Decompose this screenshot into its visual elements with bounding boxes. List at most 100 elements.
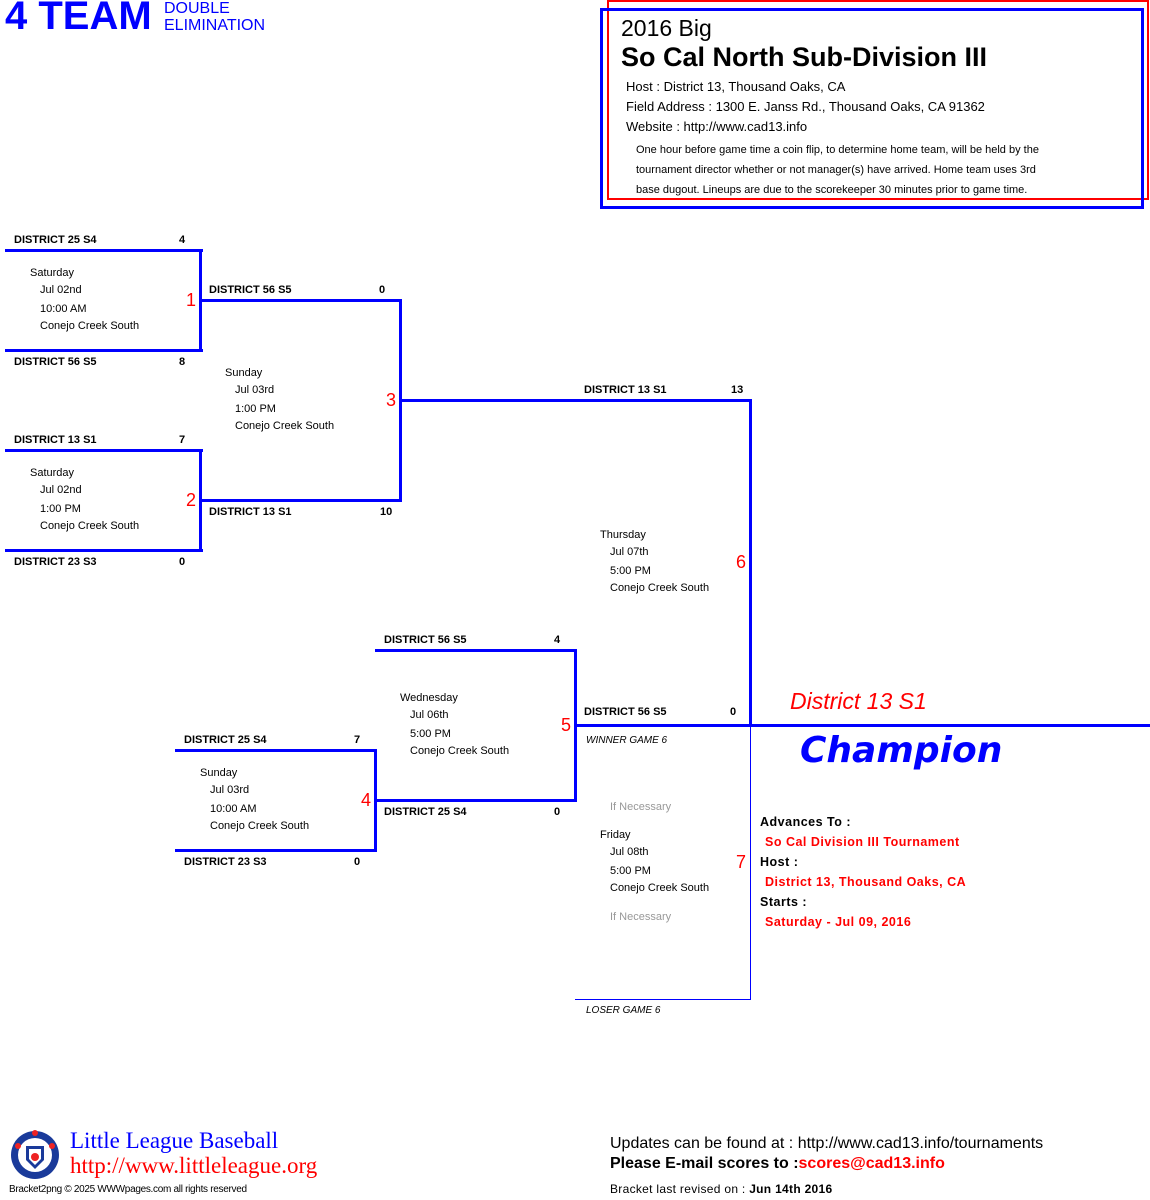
if-necessary-label: If Necessary bbox=[610, 911, 672, 923]
team-score: 0 bbox=[354, 856, 361, 868]
game-number: 2 bbox=[186, 490, 197, 510]
type-line-1: DOUBLE bbox=[164, 0, 230, 17]
game-field: Conejo Creek South bbox=[610, 582, 710, 594]
info-note: One hour before game time a coin flip, t… bbox=[636, 140, 1039, 200]
team-name: DISTRICT 56 S5 bbox=[14, 356, 97, 368]
game-date: Jul 03rd bbox=[235, 384, 275, 396]
team-name: DISTRICT 56 S5 bbox=[209, 284, 292, 296]
team-score: 0 bbox=[179, 556, 186, 568]
bracket-line bbox=[175, 849, 377, 852]
bracket-line bbox=[5, 549, 203, 552]
game-number: 7 bbox=[736, 852, 747, 872]
team-score: 7 bbox=[179, 434, 186, 446]
team-name: DISTRICT 56 S5 bbox=[584, 706, 667, 718]
bracket-line bbox=[400, 399, 752, 402]
note-line: tournament director whether or not manag… bbox=[636, 164, 1036, 176]
if-necessary-label: If Necessary bbox=[610, 801, 672, 813]
team-score: 13 bbox=[731, 384, 744, 396]
info-box: 2016 Big So Cal North Sub-Division III H… bbox=[600, 8, 1144, 209]
updates-text: Updates can be found at : http://www.cad… bbox=[610, 1135, 1044, 1152]
game-number: 4 bbox=[361, 790, 372, 810]
team-name: DISTRICT 13 S1 bbox=[14, 434, 97, 446]
game-number: 6 bbox=[736, 552, 747, 572]
note-line: One hour before game time a coin flip, t… bbox=[636, 144, 1039, 156]
bracket-line bbox=[5, 249, 203, 252]
champion-label: Champion bbox=[800, 730, 1003, 771]
info-website[interactable]: Website : http://www.cad13.info bbox=[626, 119, 808, 134]
game-day: Saturday bbox=[30, 467, 75, 479]
game-date: Jul 02nd bbox=[40, 284, 82, 296]
game-field: Conejo Creek South bbox=[235, 420, 335, 432]
copyright: Bracket2png © 2025 WWWpages.com all righ… bbox=[9, 1184, 247, 1195]
email-label: Please E-mail scores to : bbox=[610, 1155, 799, 1172]
game-number: 5 bbox=[561, 715, 572, 735]
advances-value: So Cal Division III Tournament bbox=[765, 835, 960, 849]
team-name: DISTRICT 13 S1 bbox=[584, 384, 667, 396]
bracket-line bbox=[375, 649, 577, 652]
game-number: 3 bbox=[386, 390, 397, 410]
game-number: 1 bbox=[186, 290, 197, 310]
email-line: Please E-mail scores to :scores@cad13.in… bbox=[610, 1155, 945, 1173]
game-time: 5:00 PM bbox=[610, 865, 651, 877]
revised-label: Bracket last revised on : bbox=[610, 1182, 746, 1196]
email-link[interactable]: scores@cad13.info bbox=[798, 1155, 945, 1172]
bracket-line bbox=[749, 399, 752, 726]
loser-game-label: LOSER GAME 6 bbox=[586, 1005, 661, 1016]
team-score: 0 bbox=[554, 806, 561, 818]
revised-line: Bracket last revised on : Jun 14th 2016 bbox=[610, 1182, 832, 1196]
bracket-line bbox=[5, 449, 203, 452]
team-name: DISTRICT 23 S3 bbox=[14, 556, 97, 568]
starts-value: Saturday - Jul 09, 2016 bbox=[765, 915, 912, 929]
game-day: Sunday bbox=[200, 767, 238, 779]
team-score: 7 bbox=[354, 734, 361, 746]
game-field: Conejo Creek South bbox=[40, 520, 140, 532]
little-league-logo bbox=[10, 1130, 60, 1180]
info-host: Host : District 13, Thousand Oaks, CA bbox=[626, 79, 846, 94]
little-league-link[interactable]: http://www.littleleague.org bbox=[70, 1153, 318, 1178]
game-day: Thursday bbox=[600, 529, 646, 541]
type-line-2: ELIMINATION bbox=[164, 17, 266, 34]
game-date: Jul 02nd bbox=[40, 484, 82, 496]
advances-info: Advances To : So Cal Division III Tourna… bbox=[760, 812, 966, 932]
bracket-line bbox=[200, 299, 402, 302]
bracket-line bbox=[375, 799, 577, 802]
game-date: Jul 08th bbox=[610, 846, 649, 858]
revised-date: Jun 14th 2016 bbox=[749, 1182, 833, 1196]
game-time: 5:00 PM bbox=[410, 728, 451, 740]
info-title-2: So Cal North Sub-Division III bbox=[621, 42, 988, 72]
game-day: Friday bbox=[600, 829, 631, 841]
bracket-line bbox=[575, 999, 751, 1000]
game-date: Jul 07th bbox=[610, 546, 649, 558]
game-time: 10:00 AM bbox=[40, 303, 87, 315]
team-name: DISTRICT 23 S3 bbox=[184, 856, 267, 868]
info-title-1: 2016 Big bbox=[621, 15, 712, 41]
game-field: Conejo Creek South bbox=[410, 745, 510, 757]
game-time: 1:00 PM bbox=[40, 503, 81, 515]
info-address: Field Address : 1300 E. Janss Rd., Thous… bbox=[626, 99, 985, 114]
team-score: 0 bbox=[379, 284, 386, 296]
info-box-red-border bbox=[607, 0, 1149, 200]
starts-label: Starts : bbox=[760, 895, 808, 909]
bracket-line bbox=[750, 726, 751, 1000]
host-value: District 13, Thousand Oaks, CA bbox=[765, 875, 967, 889]
team-name: DISTRICT 25 S4 bbox=[184, 734, 267, 746]
team-name: DISTRICT 56 S5 bbox=[384, 634, 467, 646]
game-date: Jul 06th bbox=[410, 709, 449, 721]
game-field: Conejo Creek South bbox=[610, 882, 710, 894]
champion-name: District 13 S1 bbox=[790, 688, 927, 714]
team-score: 8 bbox=[179, 356, 186, 368]
game-field: Conejo Creek South bbox=[210, 820, 310, 832]
team-name: DISTRICT 25 S4 bbox=[14, 234, 97, 246]
bracket-line bbox=[175, 749, 377, 752]
team-name: DISTRICT 25 S4 bbox=[384, 806, 467, 818]
team-score: 4 bbox=[554, 634, 561, 646]
host-label: Host : bbox=[760, 855, 799, 869]
